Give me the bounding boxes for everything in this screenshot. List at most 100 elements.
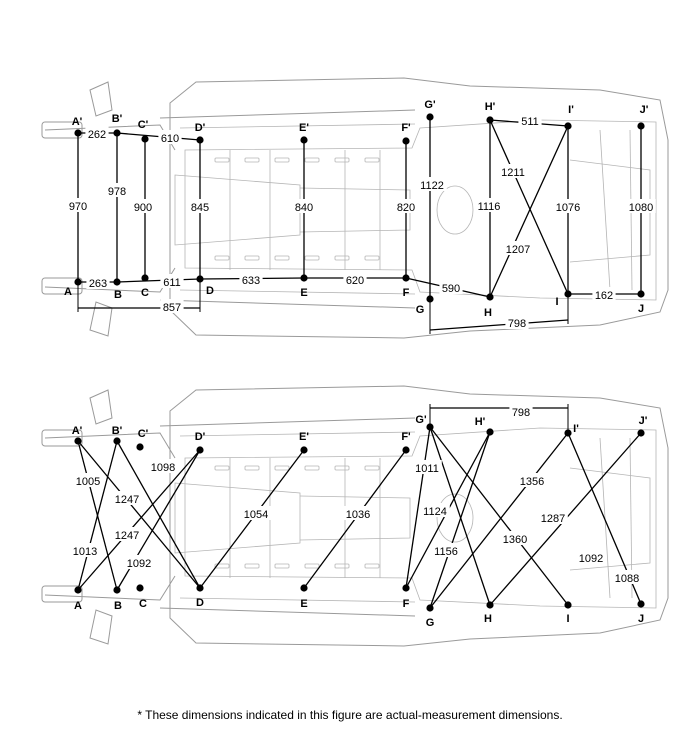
measurement-point-b bbox=[113, 278, 121, 286]
dimension-label-bg bbox=[343, 506, 373, 520]
measurement-point-c-prime bbox=[136, 443, 144, 451]
measurement-point-h-prime bbox=[486, 428, 494, 436]
chassis-outline bbox=[41, 385, 669, 647]
dimension-label-bg bbox=[343, 272, 367, 286]
point-label-a: A bbox=[64, 286, 72, 298]
dimension-value-a-d: 857 bbox=[163, 302, 181, 314]
dimension-line-g-h-prime bbox=[429, 431, 491, 609]
dimension-value-d-e-prime: 1054 bbox=[244, 509, 268, 521]
measurement-point-e-prime bbox=[300, 136, 308, 144]
dimension-value-b-prime-d: 1098 bbox=[151, 462, 175, 474]
dimension-line-g-prime-h bbox=[429, 426, 491, 606]
dimension-value-f-g-prime: 1011 bbox=[415, 463, 439, 475]
dimension-label-bg bbox=[498, 164, 528, 178]
dimension-value-h-h-prime: 1116 bbox=[478, 201, 501, 213]
footnote-text: * These dimensions indicated in this fig… bbox=[137, 708, 563, 722]
dimension-line-h-prime-i bbox=[489, 119, 569, 295]
dimension-value-g-prime-i: 1356 bbox=[520, 476, 544, 488]
point-label-a: A bbox=[74, 600, 82, 612]
dimension-line-b-d bbox=[116, 278, 201, 283]
dimension-line-a-prime-d bbox=[77, 440, 201, 589]
dimension-label-bg bbox=[148, 459, 178, 473]
measurement-point-d bbox=[196, 275, 204, 283]
measurement-point-g bbox=[426, 295, 434, 303]
dimension-label-bg bbox=[160, 299, 184, 313]
point-label-d: D bbox=[196, 597, 204, 609]
measurement-point-f-prime bbox=[402, 137, 410, 145]
measurement-point-a-prime bbox=[74, 129, 82, 137]
dimension-label-bg bbox=[505, 315, 529, 329]
point-label-b: B bbox=[114, 289, 122, 301]
measurement-point-c bbox=[141, 274, 149, 282]
dimension-value-j-j-prime: 1080 bbox=[629, 202, 653, 214]
point-label-f: F bbox=[403, 287, 410, 299]
point-label-e-prime: E' bbox=[299, 431, 309, 443]
dimension-value-i-j: 162 bbox=[595, 290, 613, 302]
dimension-line-b-prime-d bbox=[116, 440, 201, 589]
dimension-value-g-i: 798 bbox=[508, 318, 526, 330]
dimension-value-g-prime-h: 1360 bbox=[503, 534, 527, 546]
measurement-point-e-prime bbox=[300, 446, 308, 454]
measurement-point-a-prime bbox=[74, 437, 82, 445]
point-label-i-prime: I' bbox=[568, 104, 574, 116]
dimension-label-bg bbox=[241, 506, 271, 520]
dimension-label-bg bbox=[85, 126, 109, 140]
point-label-g: G bbox=[416, 304, 425, 316]
point-label-i: I bbox=[555, 296, 558, 308]
dimension-label-bg bbox=[160, 274, 184, 288]
dimension-value-a-prime-b-prime: 262 bbox=[88, 129, 106, 141]
point-label-g: G bbox=[426, 617, 435, 629]
measurement-point-g-prime bbox=[426, 113, 434, 121]
measurement-point-c-prime bbox=[141, 135, 149, 143]
dimension-line-a-b-prime bbox=[77, 440, 118, 591]
dimension-value-h-j-prime: 1092 bbox=[579, 553, 603, 565]
dimension-value-i-prime-j: 1088 bbox=[615, 573, 639, 585]
dimension-label-bg bbox=[292, 199, 316, 213]
dimension-label-bg bbox=[112, 527, 142, 541]
measurement-point-b bbox=[113, 586, 121, 594]
point-label-h-prime: H' bbox=[475, 416, 486, 428]
measurement-point-e bbox=[300, 584, 308, 592]
dimension-value-a-d-prime: 1247 bbox=[115, 530, 139, 542]
dimension-label-bg bbox=[517, 473, 547, 487]
point-label-h: H bbox=[484, 613, 492, 625]
point-label-d-prime: D' bbox=[195, 431, 206, 443]
dimension-label-bg bbox=[412, 460, 442, 474]
measurement-point-a bbox=[74, 278, 82, 286]
dimension-value-h-prime-i-prime: 511 bbox=[521, 116, 539, 128]
point-label-f-prime: F' bbox=[401, 431, 411, 443]
dimension-label-bg bbox=[474, 198, 504, 212]
point-label-j: J bbox=[638, 613, 644, 625]
dimension-label-bg bbox=[420, 503, 450, 517]
measurement-point-d-prime bbox=[196, 446, 204, 454]
dimension-line-h-i-prime bbox=[489, 125, 569, 298]
extension-line bbox=[429, 319, 569, 331]
dimension-value-a-b-prime: 1013 bbox=[73, 546, 97, 558]
dimension-value-a-a-prime: 970 bbox=[69, 201, 87, 213]
measurement-point-i-prime bbox=[564, 429, 572, 437]
dimension-value-b-b-prime: 978 bbox=[108, 186, 126, 198]
point-label-e-prime: E' bbox=[299, 122, 309, 134]
point-label-e: E bbox=[300, 598, 307, 610]
dimension-label-bg bbox=[112, 491, 142, 505]
dimension-value-g-prime-i-prime: 798 bbox=[512, 407, 530, 419]
dimension-label-bg bbox=[503, 241, 533, 255]
dimension-value-e-f: 620 bbox=[346, 275, 364, 287]
dimension-label-bg bbox=[538, 510, 568, 524]
measurement-point-e bbox=[300, 274, 308, 282]
point-label-i: I bbox=[566, 613, 569, 625]
measurement-point-b-prime bbox=[113, 437, 121, 445]
point-label-h-prime: H' bbox=[485, 101, 496, 113]
dimension-value-a-b: 263 bbox=[89, 278, 107, 290]
point-label-i-prime: I' bbox=[573, 423, 579, 435]
measurement-point-j-prime bbox=[637, 122, 645, 130]
dimension-label-bg bbox=[626, 199, 656, 213]
chassis-outline bbox=[41, 77, 669, 339]
dimension-label-bg bbox=[439, 280, 463, 294]
dimension-label-bg bbox=[576, 550, 606, 564]
dimension-label-bg bbox=[431, 543, 461, 557]
dimension-value-g-i-prime: 1287 bbox=[541, 513, 565, 525]
measurement-point-g-prime bbox=[426, 423, 434, 431]
dimension-label-bg bbox=[592, 287, 616, 301]
